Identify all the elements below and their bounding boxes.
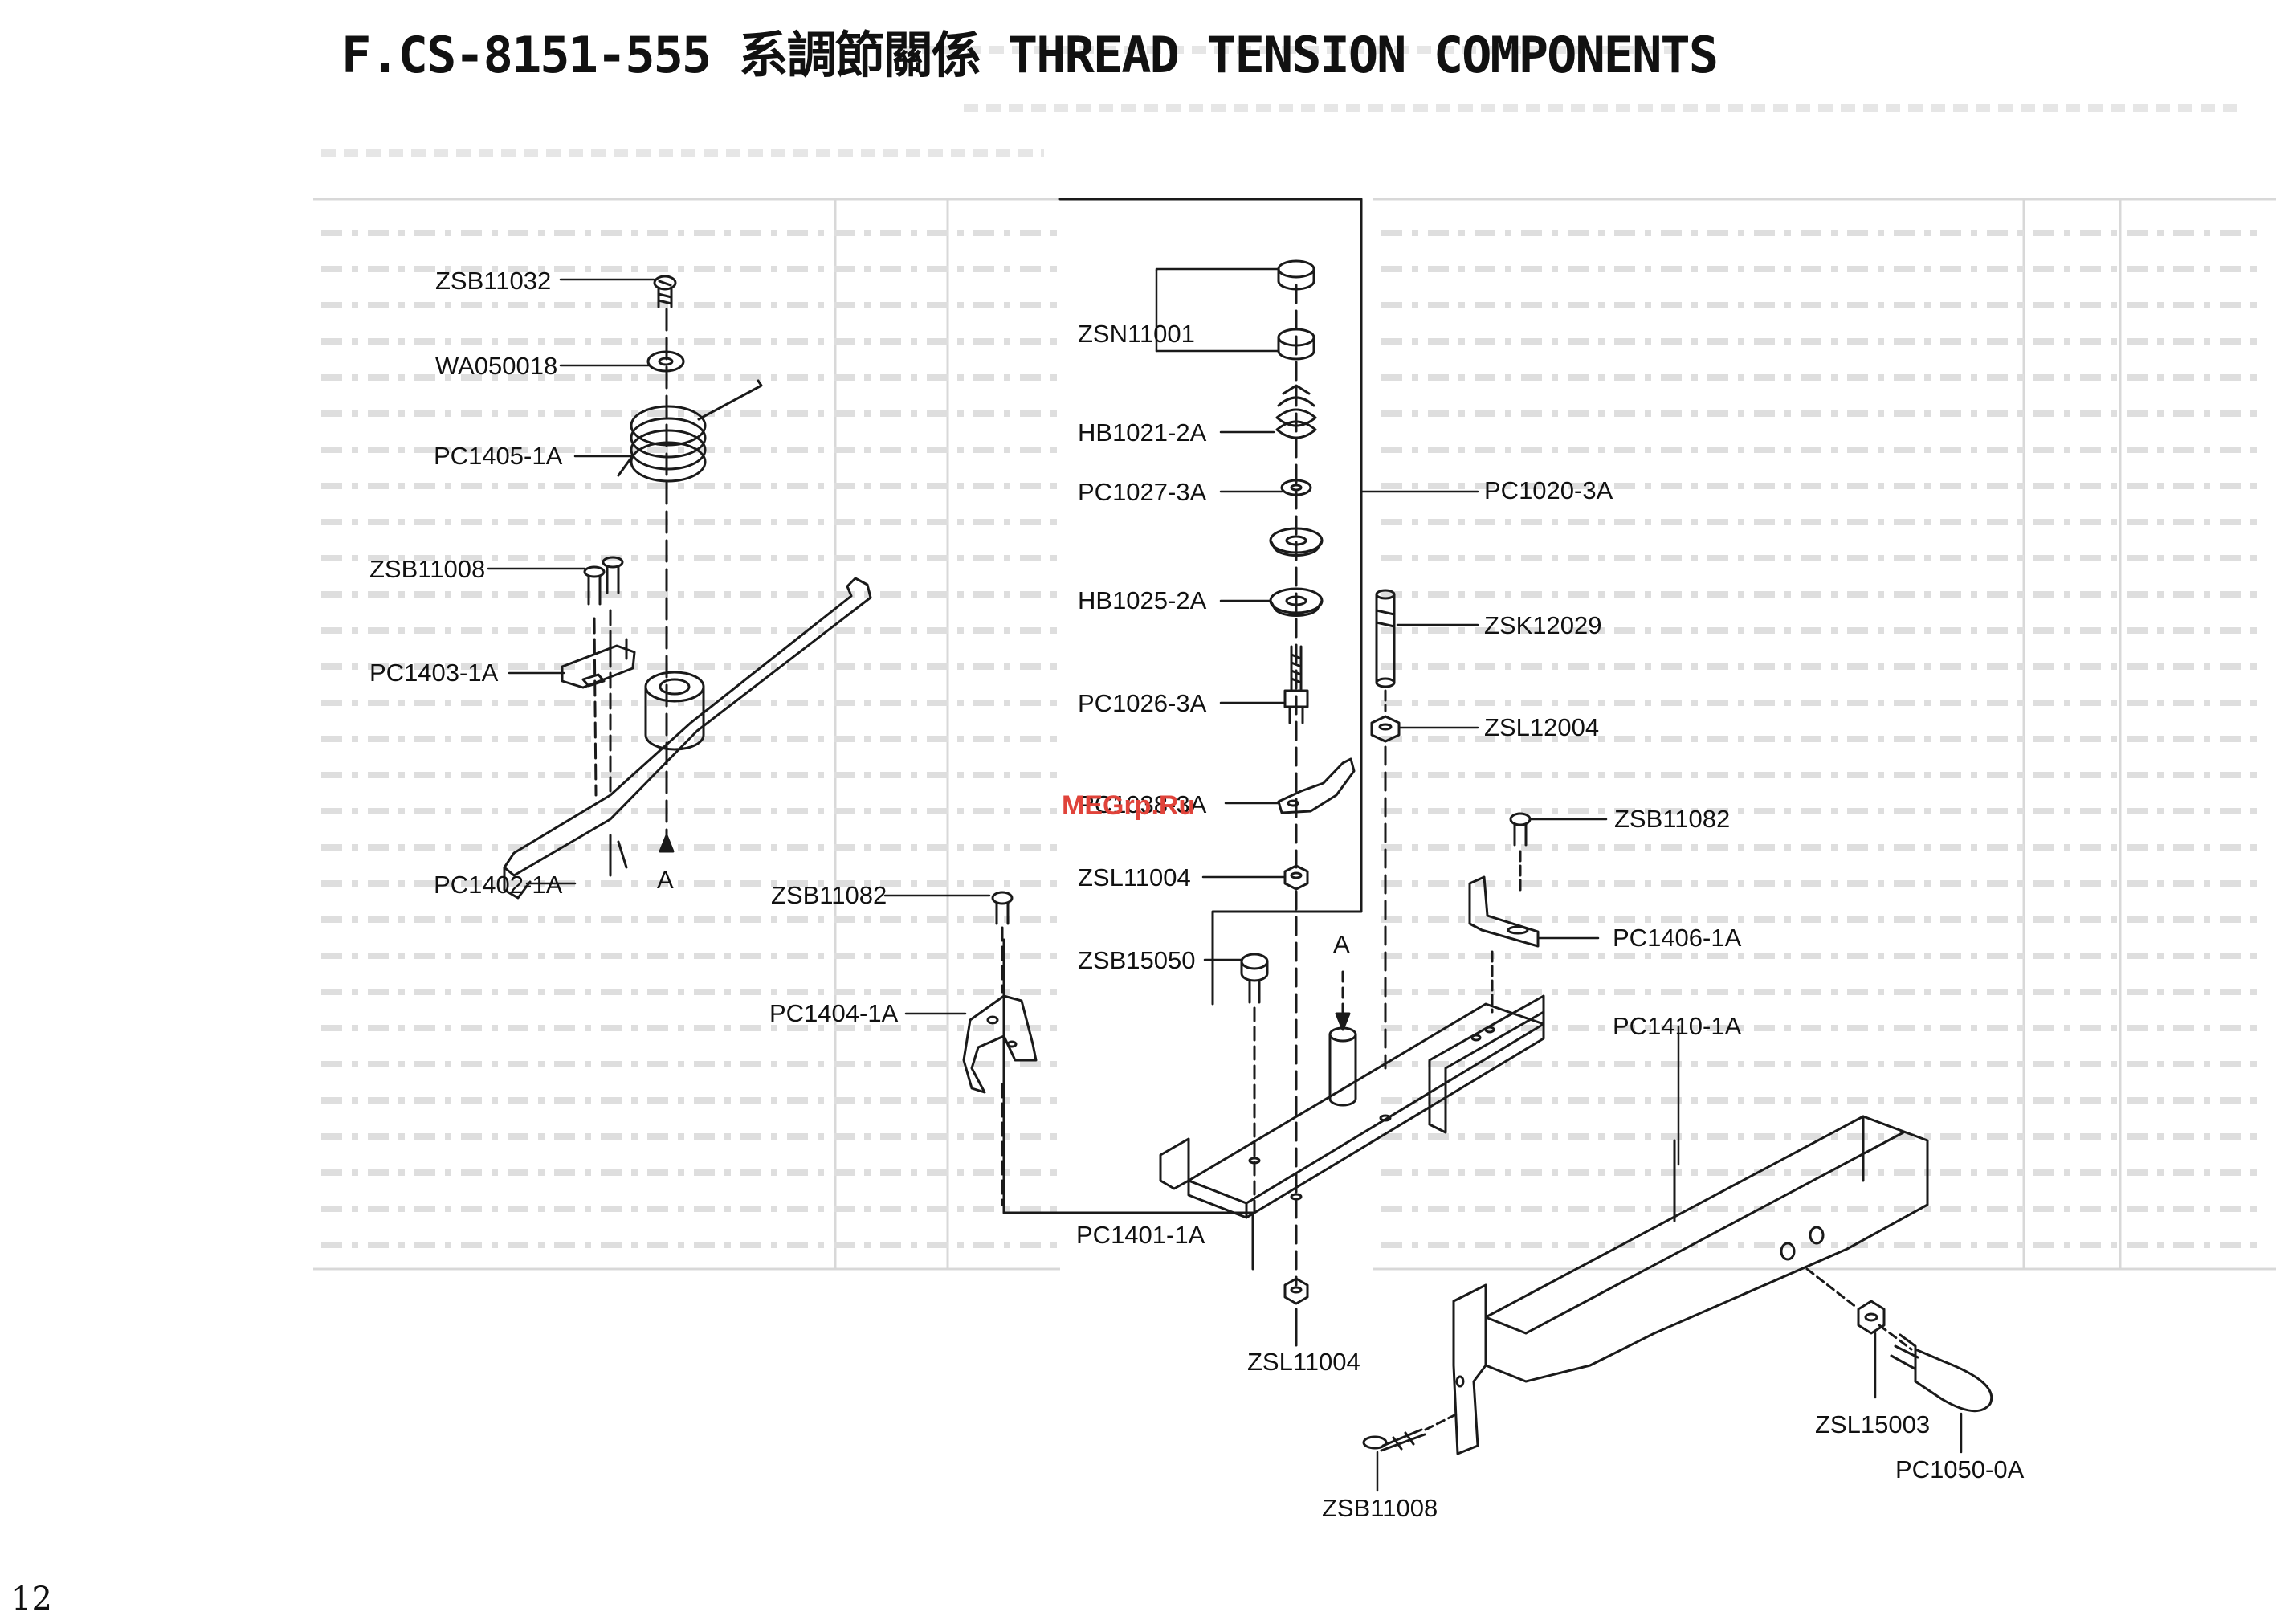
part-label-zsb11082-right: ZSB11082 xyxy=(1614,805,1731,833)
part-label-zsk12029: ZSK12029 xyxy=(1484,611,1602,639)
part-label-pc1410-1a: PC1410-1A xyxy=(1613,1012,1742,1040)
arrow-a-left xyxy=(659,834,675,853)
section-marker-a-middle: A xyxy=(1333,930,1350,958)
nut-zsl12004-part xyxy=(1370,715,1401,743)
screw-zsb11082-right-part xyxy=(1509,812,1532,847)
part-label-pc1402-1a: PC1402-1A xyxy=(434,871,563,899)
part-label-pc1401-1a: PC1401-1A xyxy=(1076,1221,1205,1249)
part-label-zsl11004-lower: ZSL11004 xyxy=(1247,1348,1360,1376)
part-label-pc1026-3a: PC1026-3A xyxy=(1078,689,1207,717)
part-label-zsl12004: ZSL12004 xyxy=(1484,713,1600,741)
part-label-zsb11008-bottom: ZSB11008 xyxy=(1322,1494,1438,1522)
base-plate-pc1401-part xyxy=(1159,994,1545,1219)
part-label-pc1404-1a: PC1404-1A xyxy=(769,999,899,1027)
leader-lines-left xyxy=(487,278,991,1015)
spring-hb1021-part xyxy=(1275,384,1317,439)
nut-zsl11004-lower-part xyxy=(1283,1277,1309,1305)
tension-arm-pc1402-part xyxy=(503,577,872,900)
screw-zsb11032-part xyxy=(653,275,677,308)
part-label-hb1025-2a: HB1025-2A xyxy=(1078,586,1207,614)
leader-lines-middle xyxy=(1155,267,1963,1492)
part-label-zsn11001: ZSN11001 xyxy=(1078,320,1195,348)
part-label-pc1020-3a: PC1020-3A xyxy=(1484,476,1613,504)
screw-pair-zsb11008-part xyxy=(583,556,624,606)
part-label-zsb11082-left: ZSB11082 xyxy=(771,881,887,909)
spring-pc1405-part xyxy=(617,379,763,483)
assembly-frame xyxy=(1002,198,1363,1271)
part-label-pc1038-3a: PC1038-3A xyxy=(1078,790,1207,818)
part-label-hb1021-2a: HB1021-2A xyxy=(1078,418,1207,447)
bracket-pc1406-part xyxy=(1468,875,1540,948)
part-label-pc1406-1a: PC1406-1A xyxy=(1613,924,1742,952)
bracket-pc1404-part xyxy=(962,994,1038,1094)
bracket-pc1403-part xyxy=(561,633,636,689)
screw-zsb11082-left-part xyxy=(991,891,1014,925)
part-label-zsb15050: ZSB15050 xyxy=(1078,946,1196,974)
page-number: 12 xyxy=(11,1581,52,1618)
part-label-pc1027-3a: PC1027-3A xyxy=(1078,478,1207,506)
section-marker-a-left: A xyxy=(657,866,674,894)
nut-zsl11004-upper-part xyxy=(1283,864,1309,891)
page-title: F.CS-8151-555 系調節關係 THREAD TENSION COMPO… xyxy=(341,26,1719,84)
pin-zsk12029-part xyxy=(1375,589,1396,688)
part-label-wa050018: WA050018 xyxy=(435,352,558,380)
arrow-a-middle xyxy=(1335,1012,1351,1031)
part-label-zsl11004-upper: ZSL11004 xyxy=(1078,863,1191,892)
knob-pc1050-part xyxy=(1890,1333,1993,1413)
screw-zsb15050-part xyxy=(1240,953,1269,1004)
watermark-link[interactable]: MEGrp.Ru xyxy=(1062,790,1196,821)
part-label-pc1403-1a: PC1403-1A xyxy=(369,659,499,687)
screw-zsb11008-bottom-part xyxy=(1362,1428,1426,1452)
guide-plate-pc1038-part xyxy=(1277,757,1356,814)
part-label-pc1405-1a: PC1405-1A xyxy=(434,442,563,470)
nut-zsl15003-part xyxy=(1857,1300,1886,1335)
part-label-zsb11032: ZSB11032 xyxy=(435,267,552,295)
part-label-zsl15003: ZSL15003 xyxy=(1815,1410,1931,1438)
part-label-zsb11008: ZSB11008 xyxy=(369,555,486,583)
part-label-pc1050-0a: PC1050-0A xyxy=(1895,1455,2025,1483)
tension-arm-housing-pc1410-part xyxy=(1452,1115,1929,1455)
